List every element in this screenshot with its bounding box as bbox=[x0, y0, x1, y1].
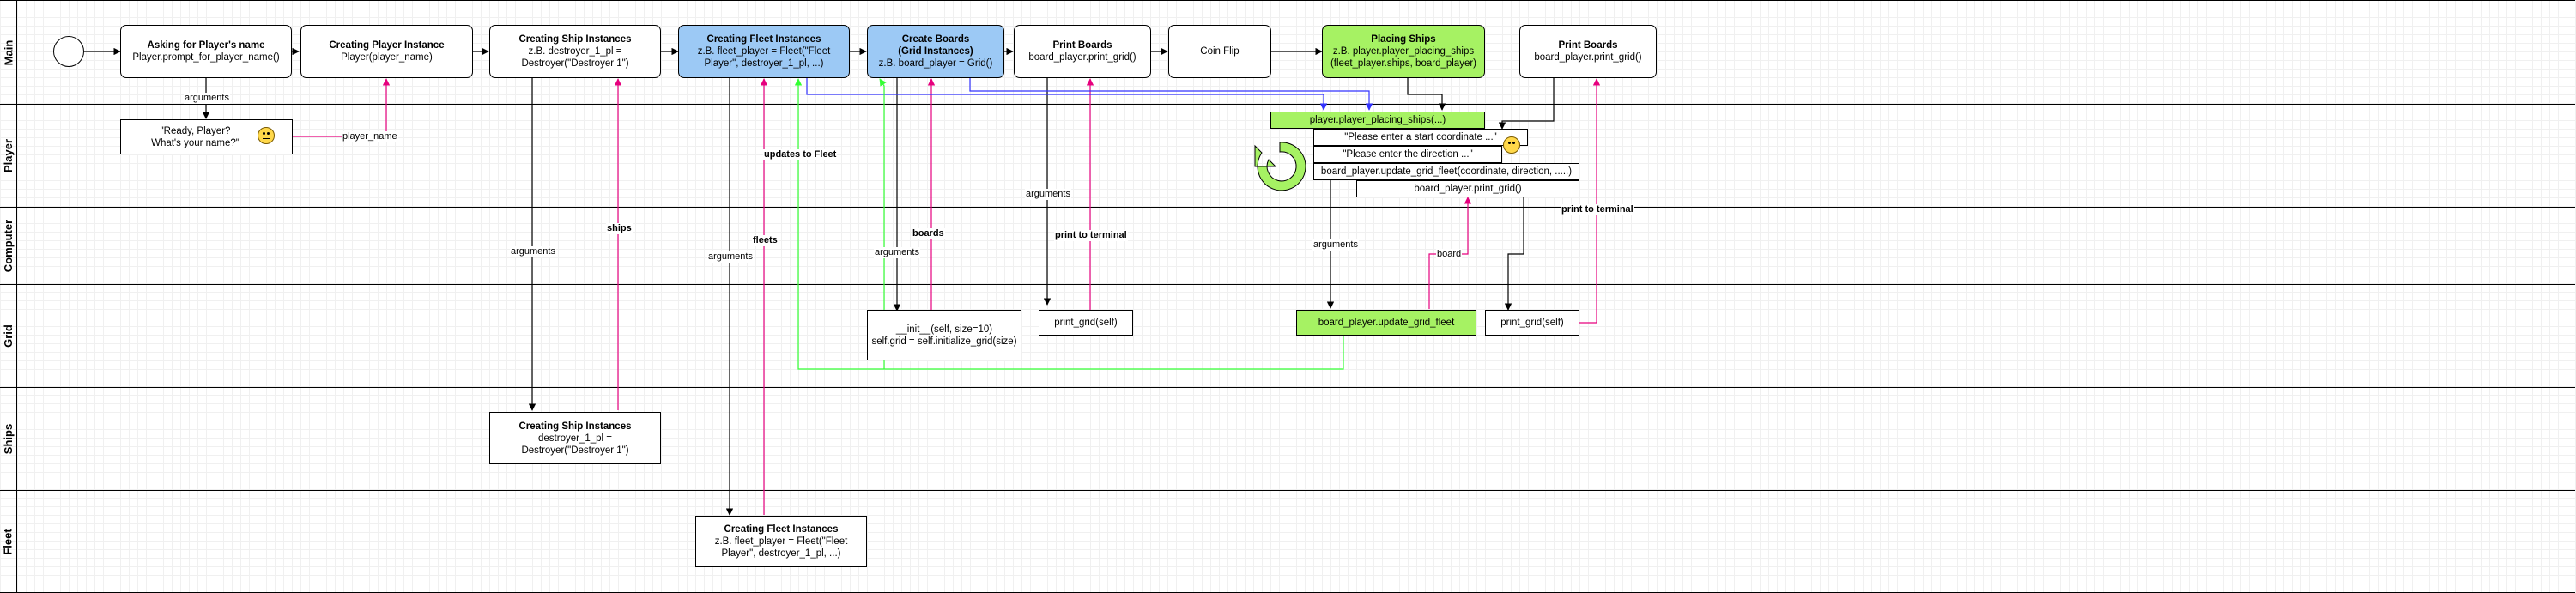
edge-fleet-to-placing-link bbox=[806, 78, 1328, 111]
edge-label-boards: boards bbox=[912, 228, 945, 239]
node-text: z.B. fleet_player = Fleet("Fleet Player"… bbox=[697, 46, 831, 69]
print-grid-node-2[interactable]: print_grid(self) bbox=[1485, 310, 1579, 336]
node-text: Coin Flip bbox=[1200, 46, 1240, 57]
loop-icon bbox=[1254, 142, 1306, 191]
node-text: print_grid(self) bbox=[1054, 318, 1118, 328]
print-grid-call-node[interactable]: board_player.print_grid() bbox=[1356, 180, 1579, 197]
create-ship-node[interactable]: Creating Ship Instances z.B. destroyer_1… bbox=[489, 25, 661, 78]
edge-print2-to-player bbox=[1498, 78, 1555, 130]
enter-start-coordinate-node[interactable]: "Please enter a start coordinate ..." bbox=[1313, 129, 1528, 146]
node-text: print_grid(self) bbox=[1500, 318, 1564, 328]
edge-label-print-to-terminal: print to terminal bbox=[1561, 204, 1634, 215]
edge-label-arguments: arguments bbox=[707, 251, 754, 263]
node-title: Creating Fleet Instances bbox=[706, 34, 821, 45]
edge-label-arguments: arguments bbox=[874, 247, 920, 258]
node-title: Create Boards bbox=[901, 34, 970, 45]
node-title: Creating Ship Instances bbox=[518, 34, 632, 45]
fleet-instances-node[interactable]: Creating Fleet Instances z.B. fleet_play… bbox=[695, 516, 867, 567]
edge-label-ships: ships bbox=[606, 223, 633, 234]
ship-instances-node[interactable]: Creating Ship Instances destroyer_1_pl =… bbox=[489, 412, 661, 464]
edge-label-arguments: arguments bbox=[1312, 239, 1359, 251]
node-text: "Ready, Player? bbox=[160, 125, 231, 136]
edge-label-arguments: arguments bbox=[184, 93, 230, 104]
node-title: Print Boards bbox=[1052, 40, 1112, 51]
ready-player-node[interactable]: "Ready, Player? What's your name?" bbox=[120, 119, 293, 154]
node-title: (Grid Instances) bbox=[898, 46, 973, 57]
node-text: z.B. destroyer_1_pl = Destroyer("Destroy… bbox=[521, 46, 629, 69]
edge-label-print-to-terminal: print to terminal bbox=[1054, 230, 1128, 241]
node-text: z.B. board_player = Grid() bbox=[878, 58, 993, 69]
node-title: Creating Fleet Instances bbox=[724, 524, 839, 535]
edge-placing-to-player bbox=[1407, 78, 1446, 111]
lane-label-fleet: Fleet bbox=[0, 491, 17, 592]
coin-flip-node[interactable]: Coin Flip bbox=[1168, 25, 1271, 78]
lane-label-computer: Computer bbox=[0, 208, 17, 284]
lane-main: Main bbox=[0, 0, 2575, 104]
node-text: board_player.update_grid_fleet bbox=[1318, 318, 1455, 328]
lane-label-main: Main bbox=[0, 1, 17, 104]
placing-ships-node[interactable]: Placing Ships z.B. player.player_placing… bbox=[1322, 25, 1485, 78]
node-text: board_player.print_grid() bbox=[1414, 184, 1522, 194]
edge-print-grid-arguments bbox=[1504, 197, 1524, 311]
node-text: board_player.update_grid_fleet(coordinat… bbox=[1320, 166, 1573, 177]
node-text: Player.prompt_for_player_name() bbox=[132, 52, 280, 63]
lane-label-player: Player bbox=[0, 105, 17, 207]
edge-update-to-boards-green bbox=[879, 78, 887, 369]
lane-grid: Grid bbox=[0, 284, 2575, 387]
node-title: Print Boards bbox=[1558, 40, 1618, 51]
lane-computer: Computer bbox=[0, 207, 2575, 284]
ask-player-name-node[interactable]: Asking for Player's name Player.prompt_f… bbox=[120, 25, 292, 78]
edge-label-arguments: arguments bbox=[1025, 189, 1071, 200]
smiley-icon bbox=[258, 127, 275, 144]
lane-ships: Ships bbox=[0, 387, 2575, 490]
node-text: board_player.print_grid() bbox=[1028, 52, 1136, 63]
node-text: "Please enter the direction ..." bbox=[1343, 149, 1473, 160]
edge-updates-to-fleet bbox=[794, 78, 1344, 370]
player-placing-ships-node[interactable]: player.player_placing_ships(...) bbox=[1270, 112, 1485, 129]
grid-init-node[interactable]: __init__(self, size=10) self.grid = self… bbox=[867, 310, 1021, 360]
node-text: z.B. fleet_player = Fleet("Fleet Player"… bbox=[714, 536, 848, 559]
node-text: board_player.print_grid() bbox=[1534, 52, 1642, 63]
node-text: self.grid = self.initialize_grid(size) bbox=[871, 336, 1017, 347]
create-player-node[interactable]: Creating Player Instance Player(player_n… bbox=[300, 25, 473, 78]
print-grid-node-1[interactable]: print_grid(self) bbox=[1039, 310, 1133, 336]
node-text: destroyer_1_pl = Destroyer("Destroyer 1"… bbox=[521, 433, 629, 456]
create-fleet-node[interactable]: Creating Fleet Instances z.B. fleet_play… bbox=[678, 25, 850, 78]
node-text: __init__(self, size=10) bbox=[895, 324, 993, 335]
update-grid-fleet-call-node[interactable]: board_player.update_grid_fleet(coordinat… bbox=[1313, 163, 1579, 180]
node-text: player.player_placing_ships(...) bbox=[1309, 115, 1446, 125]
node-title: Placing Ships bbox=[1371, 34, 1436, 45]
lane-label-ships: Ships bbox=[0, 388, 17, 490]
print-boards-node-2[interactable]: Print Boards board_player.print_grid() bbox=[1519, 25, 1657, 78]
edge-label-board: board bbox=[1436, 249, 1463, 260]
print-boards-node-1[interactable]: Print Boards board_player.print_grid() bbox=[1014, 25, 1151, 78]
update-grid-fleet-node[interactable]: board_player.update_grid_fleet bbox=[1296, 310, 1476, 336]
enter-direction-node[interactable]: "Please enter the direction ..." bbox=[1313, 146, 1502, 163]
edge-label-arguments: arguments bbox=[510, 246, 556, 257]
edge-ready-to-player-instance bbox=[293, 78, 391, 137]
edge-boards-to-placing-link bbox=[969, 78, 1373, 111]
node-text: z.B. player.player_placing_ships (fleet_… bbox=[1330, 46, 1477, 69]
edge-label-fleets: fleets bbox=[752, 235, 779, 246]
node-title: Creating Ship Instances bbox=[518, 421, 632, 432]
node-title: Creating Player Instance bbox=[329, 40, 445, 51]
lane-label-grid: Grid bbox=[0, 285, 17, 387]
node-text: "Please enter a start coordinate ..." bbox=[1344, 132, 1497, 142]
lane-player: Player bbox=[0, 104, 2575, 207]
edge-label-player-name: player_name bbox=[342, 131, 398, 142]
node-text: Player(player_name) bbox=[341, 52, 433, 63]
smiley-icon bbox=[1503, 136, 1520, 154]
node-text: What's your name?" bbox=[151, 137, 239, 148]
start-node[interactable] bbox=[53, 36, 84, 67]
node-title: Asking for Player's name bbox=[147, 40, 265, 51]
create-boards-node[interactable]: Create Boards (Grid Instances) z.B. boar… bbox=[867, 25, 1004, 78]
edge-label-updates-to-fleet: updates to Fleet bbox=[763, 149, 838, 160]
edge-print2-return bbox=[1579, 78, 1601, 324]
